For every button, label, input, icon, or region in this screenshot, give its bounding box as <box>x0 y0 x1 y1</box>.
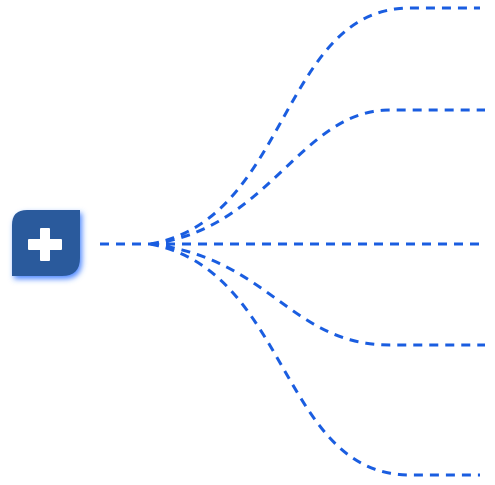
branch-connector-1 <box>149 6 480 246</box>
branch-connector-5 <box>149 242 480 477</box>
plus-icon <box>28 228 62 261</box>
branch-connector-4 <box>149 242 485 347</box>
add-node-button[interactable] <box>12 210 80 276</box>
branch-connector-2 <box>149 108 485 246</box>
